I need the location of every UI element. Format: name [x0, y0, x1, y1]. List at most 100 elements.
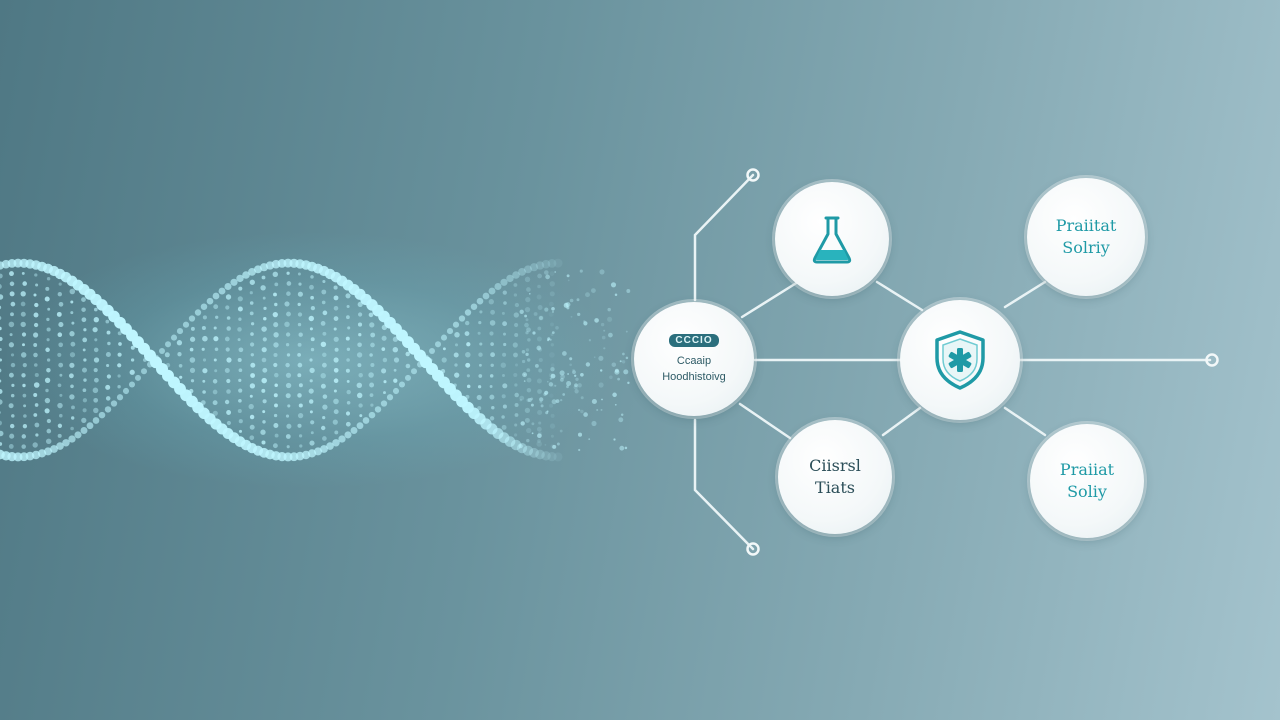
dna-dot: [250, 373, 255, 378]
dna-dot: [370, 343, 375, 348]
dna-dot: [526, 287, 531, 292]
dna-dot: [454, 372, 459, 377]
dna-dot: [524, 323, 529, 328]
dna-dot: [59, 414, 63, 418]
dna-dot: [550, 423, 555, 428]
dna-dot: [520, 310, 524, 314]
dna-dot: [238, 379, 241, 382]
dna-dot: [22, 384, 25, 387]
dna-dot: [566, 385, 569, 388]
dna-dot: [382, 336, 387, 341]
dna-dot: [612, 393, 617, 398]
dna-dot: [70, 301, 73, 304]
dna-dot: [501, 363, 506, 368]
dna-dot: [190, 357, 196, 363]
dna-dot: [299, 403, 303, 407]
dna-dot: [10, 291, 15, 296]
dna-dot: [568, 280, 570, 282]
dna-dot: [298, 323, 301, 326]
dna-dot: [21, 302, 26, 307]
patient-safety-node-bottom[interactable]: Praiiat Soliy: [1030, 424, 1144, 538]
dna-dot: [251, 353, 254, 356]
dna-dot: [369, 412, 376, 419]
dna-dot: [99, 412, 106, 419]
dna-dot: [94, 338, 97, 341]
dna-dot: [553, 452, 562, 461]
dna-dot: [226, 410, 231, 415]
dna-dot: [177, 352, 181, 356]
dna-dot: [0, 274, 3, 279]
dna-dot: [249, 404, 254, 409]
dna-dot: [612, 362, 617, 367]
dna-dot: [578, 409, 580, 411]
dna-dot: [261, 389, 265, 393]
dna-dot: [322, 416, 325, 419]
dna-dot: [479, 342, 482, 345]
hub-node[interactable]: CCCIO Ccaaip Hoodhistoivg: [634, 302, 754, 416]
dna-dot: [57, 403, 62, 408]
dna-dot: [581, 396, 584, 399]
dna-dot: [0, 442, 2, 446]
dna-dot: [285, 363, 289, 367]
patient-safety-node-top[interactable]: Praiitat Solriy: [1027, 178, 1145, 296]
dna-dot: [46, 439, 51, 444]
dna-dot: [532, 331, 535, 334]
dna-dot: [560, 378, 564, 382]
dna-dot: [311, 337, 315, 341]
dna-dot: [552, 311, 554, 313]
dna-dot: [83, 398, 87, 402]
dna-dot: [297, 373, 301, 377]
dna-dot: [284, 301, 289, 306]
clinical-trials-node[interactable]: Ciisrsl Tiats: [778, 420, 892, 534]
dna-dot: [514, 293, 517, 296]
dna-dot: [106, 396, 111, 401]
dna-dot: [586, 362, 590, 366]
dna-dot: [589, 339, 591, 341]
dna-dot: [214, 326, 217, 329]
dna-dot: [513, 373, 517, 377]
dna-dot: [387, 394, 393, 400]
dna-dot: [503, 405, 507, 409]
dna-dot: [230, 279, 237, 286]
dna-dot: [239, 419, 243, 423]
dna-dot: [273, 443, 278, 448]
dna-dot: [608, 333, 613, 338]
dna-dot: [47, 277, 50, 280]
shield-node[interactable]: [900, 300, 1020, 420]
dna-dot: [274, 303, 277, 306]
dna-dot: [263, 399, 267, 403]
dna-dot: [0, 316, 1, 320]
dna-dot: [227, 421, 231, 425]
dna-dot: [250, 383, 255, 388]
dna-dot: [321, 373, 326, 378]
dna-dot: [22, 332, 26, 336]
dna-dot: [596, 409, 598, 411]
dna-dot: [215, 348, 219, 352]
dna-dot: [34, 363, 38, 367]
dna-dot: [562, 351, 567, 356]
dna-dot: [369, 313, 374, 318]
dna-dot: [129, 381, 135, 387]
dna-dot: [490, 320, 496, 326]
dna-dot: [298, 312, 302, 316]
dna-dot: [583, 412, 588, 417]
dna-dot: [287, 353, 290, 356]
dna-dot: [21, 322, 26, 327]
dna-dot: [262, 276, 266, 280]
dna-dot: [58, 434, 62, 438]
dna-dot: [599, 269, 604, 274]
dna-dot: [478, 374, 482, 378]
dna-dot: [21, 312, 26, 317]
lab-node[interactable]: [775, 182, 889, 296]
dna-dot: [82, 317, 87, 322]
dna-dot: [203, 315, 207, 319]
dna-dot: [58, 383, 62, 387]
dna-dot: [556, 399, 560, 403]
dna-dot: [298, 343, 302, 347]
dna-dot: [513, 353, 518, 358]
dna-dot: [214, 358, 217, 361]
dna-dot: [334, 337, 339, 342]
dna-dot: [262, 358, 267, 363]
dna-dot: [503, 343, 506, 346]
dna-dot: [519, 396, 524, 401]
